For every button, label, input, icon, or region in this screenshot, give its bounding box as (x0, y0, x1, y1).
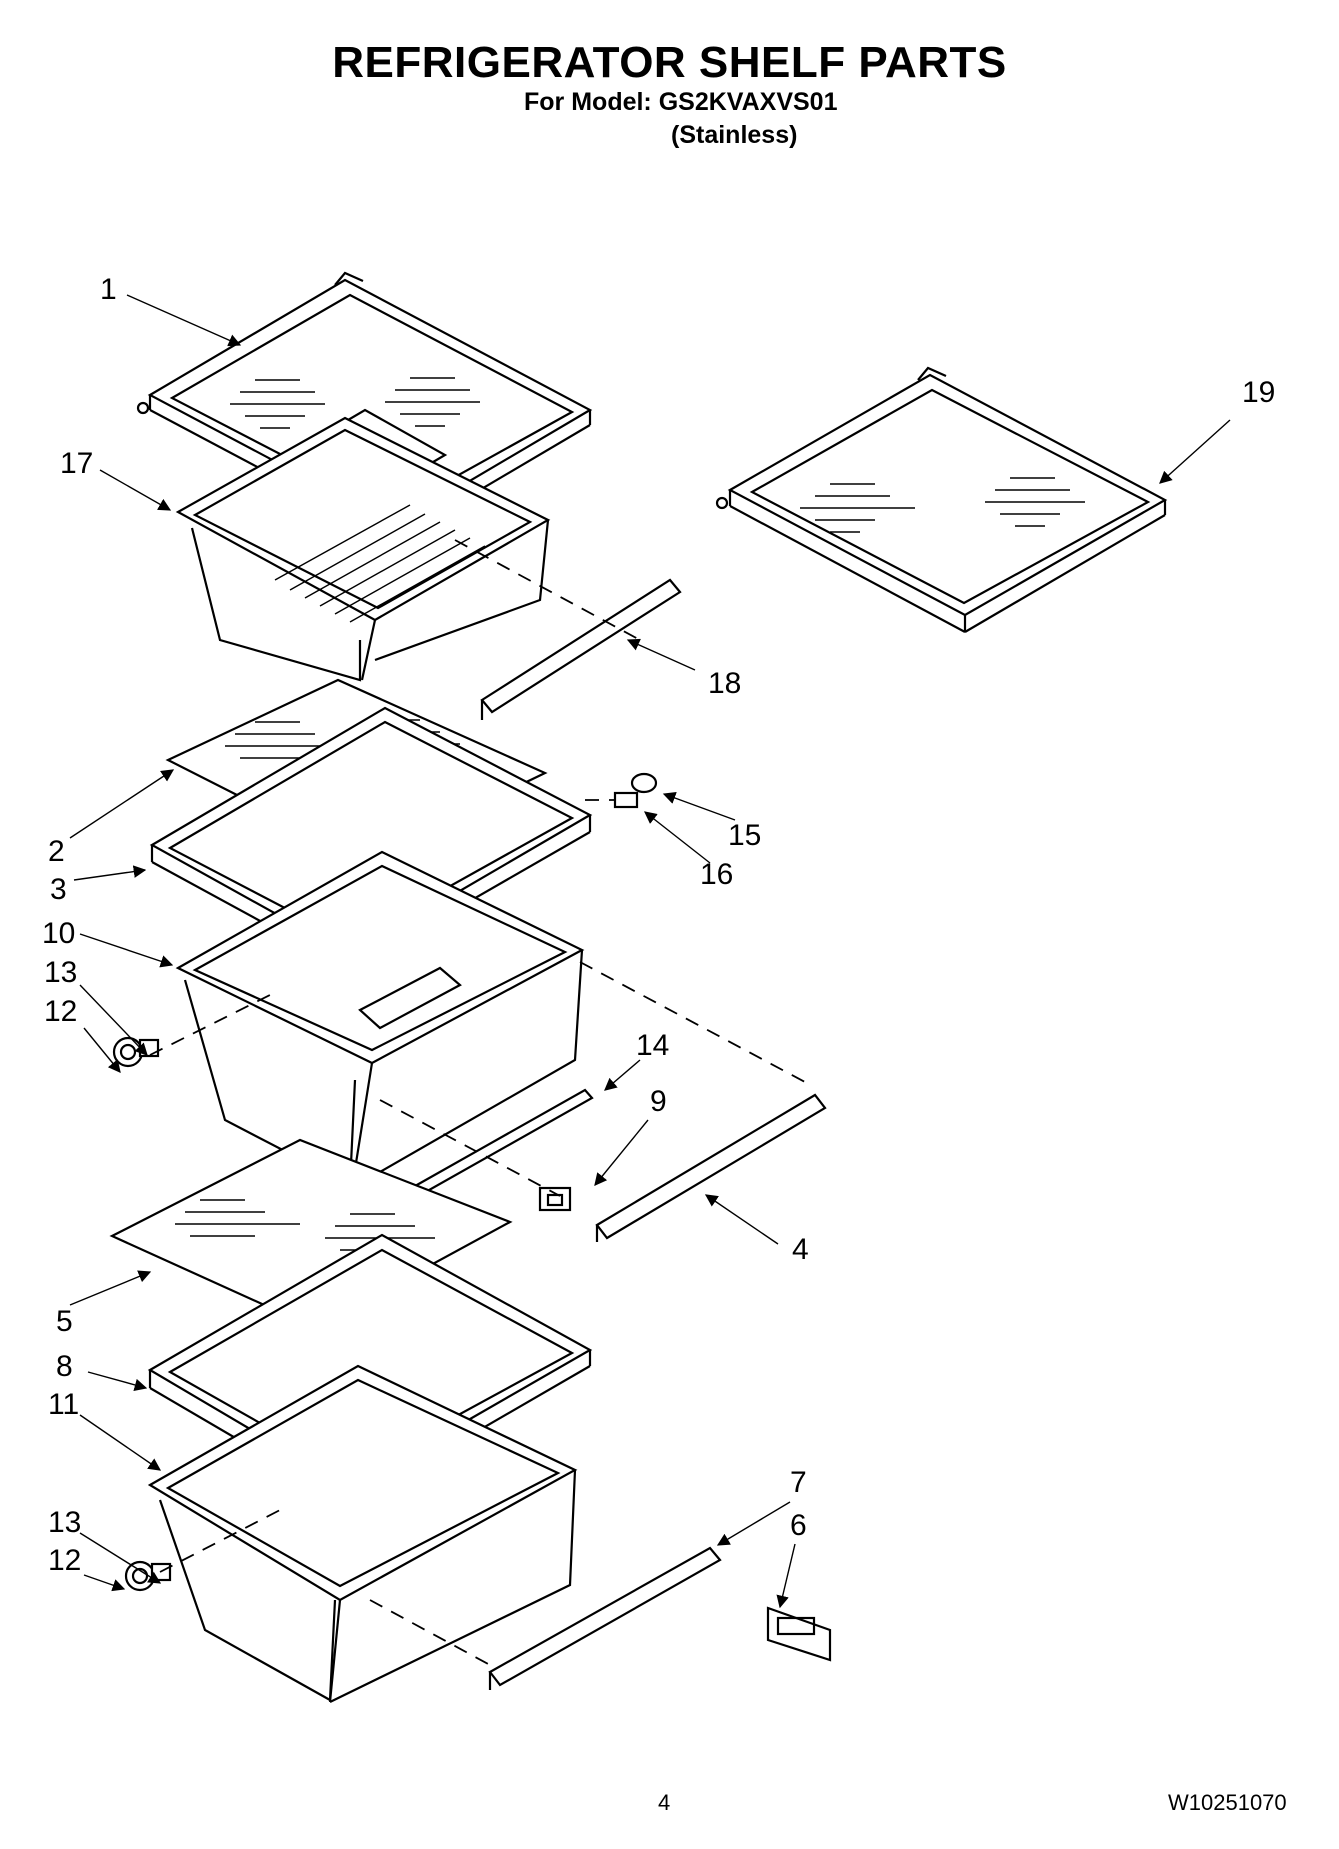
part-4-trim (595, 1093, 827, 1242)
callout-11: 11 (48, 1388, 79, 1421)
document-number: W10251070 (1168, 1790, 1287, 1815)
callout-16: 16 (700, 858, 733, 891)
part-9-clip (538, 1186, 572, 1212)
callout-3: 3 (50, 873, 67, 906)
callout-4: 4 (792, 1233, 809, 1266)
parts-15-16-roller (613, 772, 658, 809)
model-line: For Model: GS2KVAXVS01 (524, 88, 838, 116)
callout-7: 7 (790, 1466, 807, 1499)
callout-1: 1 (100, 273, 117, 306)
part-19-shelf (715, 366, 1168, 633)
callout-8: 8 (56, 1350, 73, 1383)
part-11-drawer (147, 1364, 578, 1703)
callout-5: 5 (56, 1305, 73, 1338)
callout-18: 18 (708, 667, 741, 700)
callout-10: 10 (42, 917, 75, 950)
callout-13-upper: 13 (44, 956, 77, 989)
callout-12-lower: 12 (48, 1544, 81, 1577)
page-title: REFRIGERATOR SHELF PARTS (332, 38, 1007, 87)
callout-2: 2 (48, 835, 65, 868)
callout-19: 19 (1242, 376, 1275, 409)
parts-12-13-wheel-upper (112, 1036, 160, 1068)
part-10-drawer (175, 850, 585, 1189)
part-17-drawer (175, 416, 551, 682)
part-18-trim (480, 578, 682, 720)
leader-arrows (69, 294, 1231, 1609)
callout-14: 14 (636, 1029, 669, 1062)
variant-label: (Stainless) (671, 121, 798, 149)
part-6-bracket (766, 1606, 832, 1662)
callout-15: 15 (728, 819, 761, 852)
part-14-slide (406, 1088, 594, 1200)
callout-12-upper: 12 (44, 995, 77, 1028)
page-number: 4 (658, 1790, 671, 1815)
callout-17: 17 (60, 447, 93, 480)
callout-labels: 1 17 19 18 2 15 16 3 10 13 12 14 9 4 5 8… (42, 273, 1275, 1577)
part-7-trim (488, 1546, 722, 1690)
callout-13-lower: 13 (48, 1506, 81, 1539)
callout-6: 6 (790, 1509, 807, 1542)
assembly-lines (149, 539, 806, 1666)
callout-9: 9 (650, 1085, 667, 1118)
